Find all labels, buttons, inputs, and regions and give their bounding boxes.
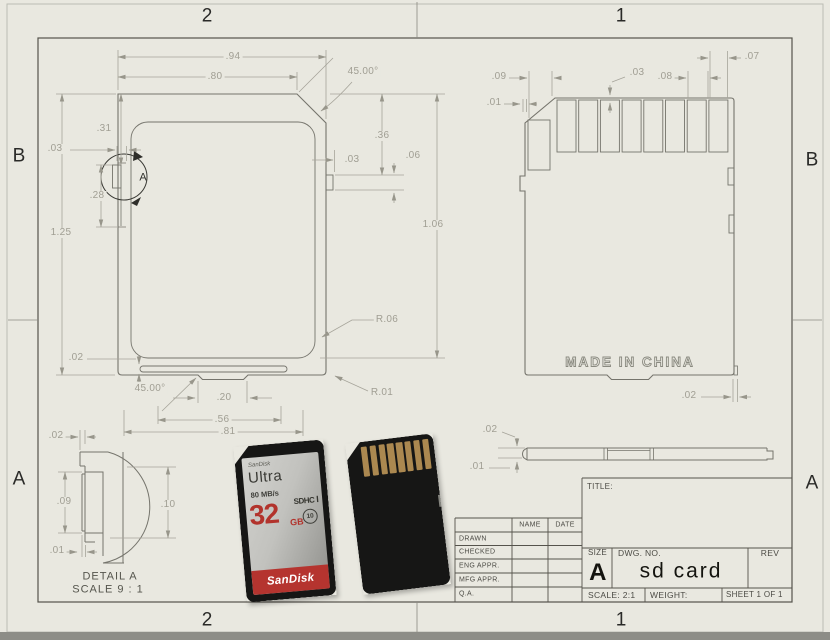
dim-bottom-chamfer-angle: 45.00° [132, 383, 168, 394]
detail-view-label: DETAIL A [82, 570, 138, 583]
row-eng-appr: ENG APPR. [459, 562, 500, 570]
date-header: DATE [555, 521, 575, 529]
gold-contact-pins [361, 439, 432, 477]
contact-pin [413, 440, 423, 471]
weight-label: WEIGHT: [650, 589, 688, 600]
back-view-outline [519, 97, 735, 381]
back-view [519, 97, 738, 381]
zone-label-top-right: 1 [615, 5, 627, 27]
title-block-lines [454, 477, 792, 602]
dim-bottom-width: .81 [218, 426, 238, 437]
contact-pin [361, 446, 371, 477]
zone-label-left-b: B [12, 145, 26, 167]
zone-label-bottom-left: 2 [201, 609, 213, 631]
dim-switch-width: .03 [45, 143, 65, 154]
name-header: NAME [519, 521, 541, 529]
dim-back-pin-inset: .03 [627, 67, 647, 78]
zone-label-bottom-right: 1 [615, 609, 627, 631]
dim-detail-top-step: .02 [46, 430, 66, 441]
dwg-no-value: sd card [639, 559, 723, 583]
front-view-outline [117, 93, 327, 381]
dim-corner-radius: R.01 [368, 387, 396, 398]
card-body: SanDisk Ultra 80 MB/s SDHCI 10 32 GB San… [233, 439, 336, 602]
side-tab [325, 174, 334, 191]
row-checked: CHECKED [459, 548, 496, 556]
sheet-value: SHEET 1 OF 1 [726, 590, 783, 599]
dim-back-chamfer-width: .09 [489, 71, 509, 82]
contact-pins [556, 99, 729, 153]
dim-overall-height: 1.25 [48, 227, 74, 238]
engraving-made-in-china: MADE IN CHINA [565, 354, 695, 370]
dim-detail-switch-height: .09 [54, 496, 74, 507]
dim-tab-gap: .03 [342, 154, 362, 165]
row-mfg-appr: MFG APPR. [459, 576, 500, 584]
detail-a-marker: A [139, 171, 147, 184]
size-label: SIZE [588, 548, 607, 557]
dim-detail-bottom-step: .01 [47, 545, 67, 556]
zone-label-left-a: A [12, 468, 26, 490]
row-drawn: DRAWN [459, 535, 487, 543]
title-label: TITLE: [587, 482, 613, 491]
capacity-unit-text: GB [289, 516, 305, 528]
dim-overall-width: .94 [223, 51, 243, 62]
rev-label: REV [760, 547, 780, 558]
detail-view-scale: SCALE 9 : 1 [72, 583, 144, 596]
dim-chamfer-angle: 45.00° [345, 66, 381, 77]
dim-notch-top: .31 [94, 123, 114, 134]
contact-pin [369, 445, 379, 476]
dim-back-end-pin: .07 [742, 51, 762, 62]
dim-label-radius: R.06 [373, 314, 401, 325]
row-qa: Q.A. [459, 590, 475, 598]
write-protect-switch [112, 164, 122, 189]
uhs-mark: I [315, 494, 319, 505]
card-body [345, 433, 451, 595]
size-value: A [589, 559, 607, 586]
front-label-recess [130, 121, 316, 359]
dim-side-lip: .01 [467, 461, 487, 472]
dimension-linework [56, 50, 751, 557]
contact-pin [404, 441, 414, 472]
dim-label-width: .80 [205, 71, 225, 82]
dim-back-edge-step: .01 [484, 97, 504, 108]
zone-label-top-left: 2 [201, 5, 213, 27]
dim-switch-travel: .28 [87, 190, 107, 201]
brand-band: SanDisk [251, 564, 330, 595]
dim-back-bottom-step: .02 [679, 390, 699, 401]
speed-class-icon: 10 [302, 508, 318, 524]
dwg-no-label: DWG. NO. [618, 547, 662, 558]
contact-pin [422, 439, 432, 470]
dim-pin-row-offset: .36 [372, 130, 392, 141]
sdhc-logo: SDHCI [293, 494, 319, 507]
dim-detail-overall-height: .10 [158, 499, 178, 510]
dim-notch-width: .20 [214, 392, 234, 403]
bottom-window-strip [0, 632, 830, 640]
dim-rib-span: .56 [212, 414, 232, 425]
dim-rib-thickness: .02 [66, 352, 86, 363]
zone-label-right-b: B [805, 149, 819, 171]
product-name: Ultra [247, 467, 283, 488]
side-view [522, 447, 774, 461]
sd-card-photo-front: SanDisk Ultra 80 MB/s SDHCI 10 32 GB San… [233, 439, 336, 602]
detail-a-view [79, 451, 151, 564]
front-view [112, 93, 334, 381]
zone-label-right-a: A [805, 472, 819, 494]
scale-value: SCALE: 2:1 [588, 589, 636, 600]
brand-bottom-text: SanDisk [266, 571, 315, 588]
sd-card-photo-back [345, 433, 451, 595]
back-switch [527, 119, 551, 171]
dim-side-thickness: .02 [480, 424, 500, 435]
dim-tab-width: .06 [403, 150, 423, 161]
capacity-text: 32 [248, 497, 280, 532]
dim-right-height: 1.06 [420, 219, 446, 230]
card-front-label: SanDisk Ultra 80 MB/s SDHCI 10 32 GB San… [241, 452, 330, 595]
bottom-rib [139, 365, 288, 373]
dim-back-pin-width: .08 [655, 71, 675, 82]
